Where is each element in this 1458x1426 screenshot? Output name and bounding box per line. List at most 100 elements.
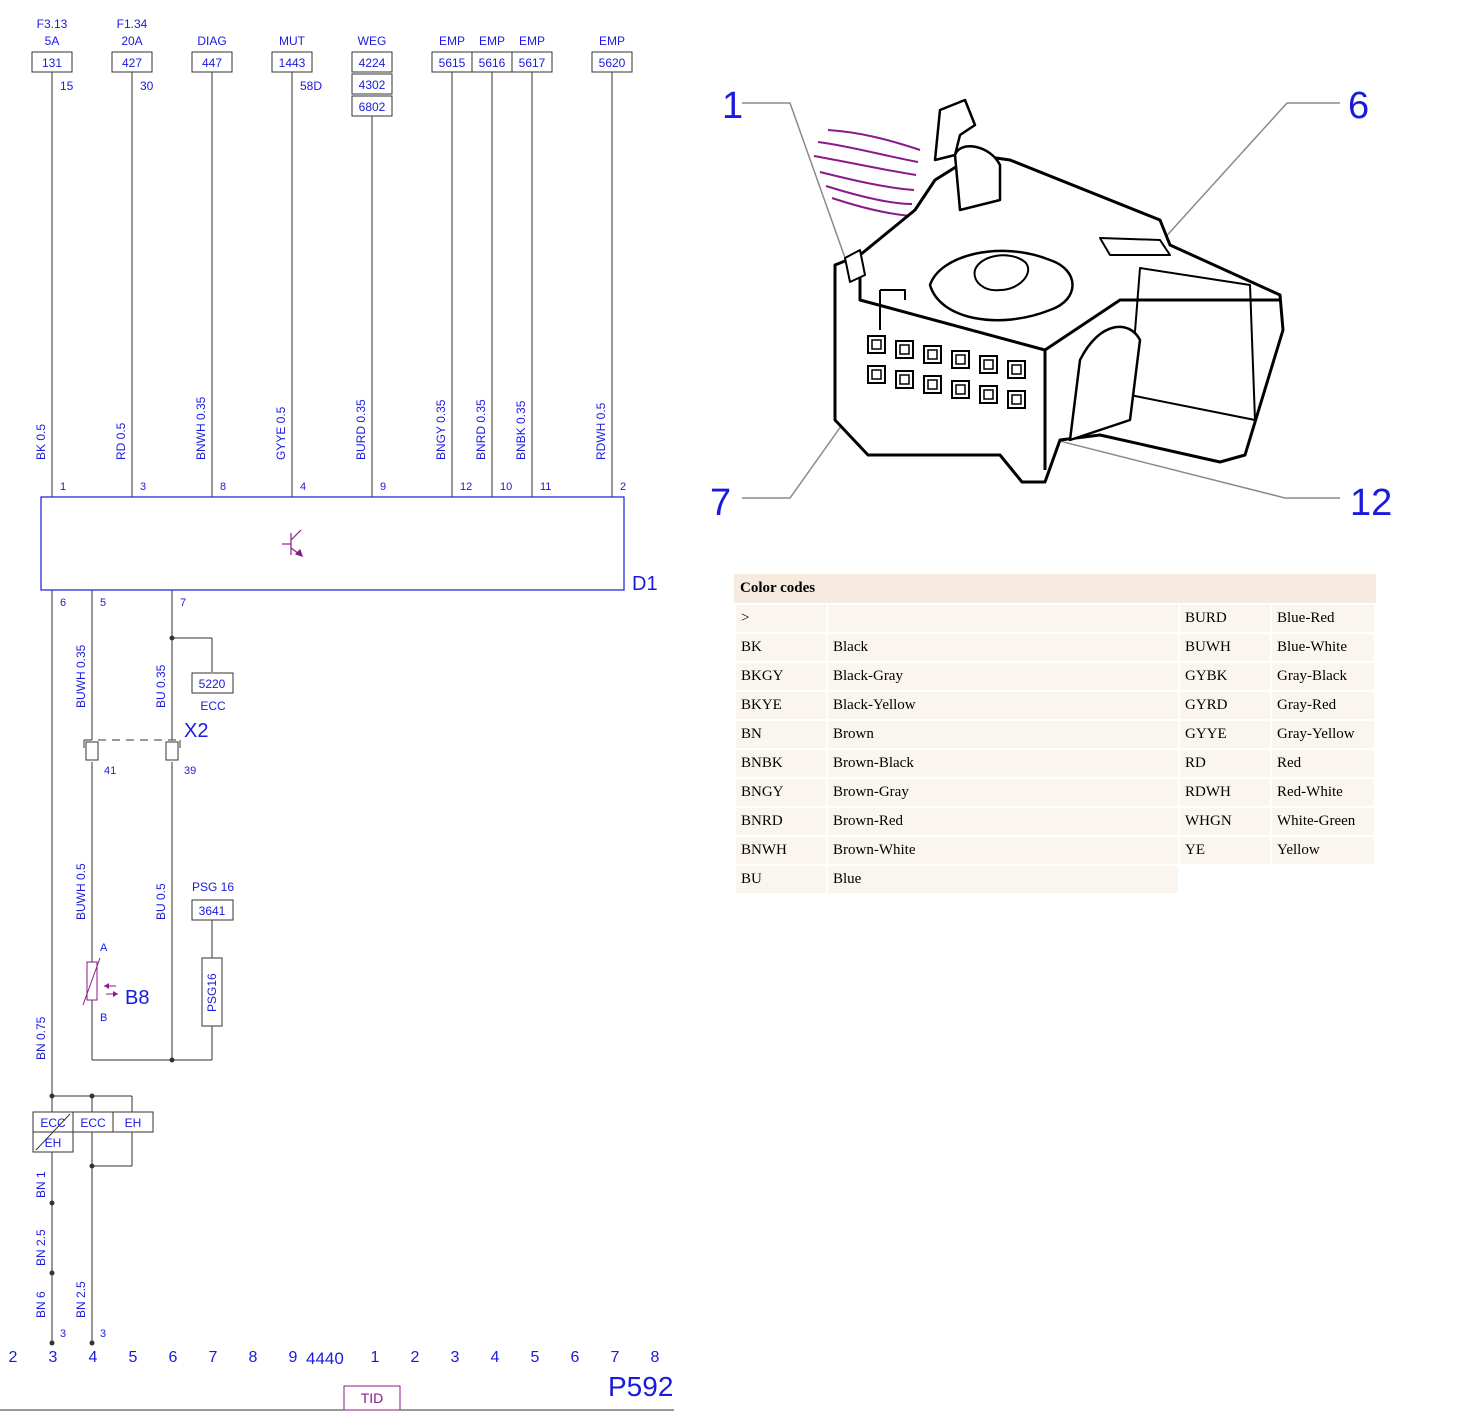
- color-code: >: [736, 605, 826, 632]
- color-code: GYBK: [1180, 663, 1270, 690]
- module-pin: 9: [380, 481, 386, 493]
- module-pin-5: 5: [100, 597, 106, 609]
- option-ecc: ECC: [80, 1116, 106, 1130]
- color-code: GYRD: [1180, 692, 1270, 719]
- module-pin: 4: [300, 481, 306, 493]
- module-pin-6: 6: [60, 597, 66, 609]
- footer-tag-box: [343, 1385, 401, 1411]
- ruler-number: 2: [9, 1349, 18, 1366]
- color-name: Brown: [828, 721, 1178, 748]
- circuit-code-box: [351, 73, 393, 95]
- ecc-ref-box: [191, 672, 234, 694]
- wire-label: RD 0.5: [114, 422, 128, 460]
- circuit-code: 5615: [439, 56, 466, 70]
- callout-6: 6: [1348, 85, 1369, 127]
- circuit-code: 427: [122, 56, 142, 70]
- terminal-label: 15: [60, 79, 74, 93]
- ruler-number: 4: [89, 1349, 98, 1366]
- color-name: Yellow: [1272, 837, 1374, 864]
- color-code: BNBK: [736, 750, 826, 777]
- color-code: [1180, 866, 1270, 893]
- fuse-rating: 20A: [121, 34, 142, 48]
- circuit-code: 131: [42, 56, 62, 70]
- b8-pin-a: A: [100, 942, 108, 954]
- pin-cavity-inner: [955, 384, 966, 395]
- pin-cavity-inner: [927, 379, 938, 390]
- circuit-code: 4224: [359, 56, 386, 70]
- color-name: Gray-Yellow: [1272, 721, 1374, 748]
- x2-connector: [83, 739, 181, 761]
- ground-pin-b: 3: [100, 1328, 106, 1340]
- wire-bn25-a: BN 2.5: [34, 1229, 48, 1266]
- ecc-ref-code: 5220: [199, 677, 226, 691]
- circuit-code: 5620: [599, 56, 626, 70]
- callout-12: 12: [1350, 482, 1392, 524]
- color-code: BURD: [1180, 605, 1270, 632]
- color-name: Brown-Gray: [828, 779, 1178, 806]
- color-codes-title: Color codes: [734, 574, 1376, 603]
- pin-cavity-inner: [1011, 364, 1022, 375]
- color-name: White-Green: [1272, 808, 1374, 835]
- circuit-name: DIAG: [197, 34, 226, 48]
- pin-cavity-inner: [899, 374, 910, 385]
- wire-buwh-035: BUWH 0.35: [74, 644, 88, 708]
- ruler-number: 6: [169, 1349, 178, 1366]
- ruler-number: 3: [451, 1349, 460, 1366]
- circuit-code: 447: [202, 56, 222, 70]
- module-pin: 12: [460, 481, 472, 493]
- color-code: WHGN: [1180, 808, 1270, 835]
- psg-code-box: [191, 899, 234, 921]
- pin-cavity-inner: [983, 389, 994, 400]
- pin-cavity-inner: [899, 344, 910, 355]
- ruler-mid: 4440: [306, 1349, 344, 1368]
- wire-label: BURD 0.35: [354, 399, 368, 460]
- fuse-name: F1.34: [117, 17, 148, 31]
- color-name: Blue-White: [1272, 634, 1374, 661]
- wire-bu-05: BU 0.5: [154, 883, 168, 920]
- psg-label: PSG 16: [192, 880, 234, 894]
- color-name: Blue-Red: [1272, 605, 1374, 632]
- wire-bn6: BN 6: [34, 1291, 48, 1318]
- circuit-code: 5616: [479, 56, 506, 70]
- psg-component-box: [201, 957, 223, 1027]
- junction-dots: [49, 635, 175, 1346]
- callout-1: 1: [722, 85, 743, 127]
- pin-cavity-inner: [927, 349, 938, 360]
- ruler-number: 7: [611, 1349, 620, 1366]
- connector-illustration: 1 6 7 12: [710, 85, 1392, 524]
- circuit-code: 6802: [359, 100, 386, 114]
- ruler-number: 5: [129, 1349, 138, 1366]
- color-name: Gray-Red: [1272, 692, 1374, 719]
- wire-label: BNRD 0.35: [474, 399, 488, 460]
- pin-cavity-inner: [983, 359, 994, 370]
- page-ref: P592: [608, 1371, 673, 1402]
- wire-label: GYYE 0.5: [274, 406, 288, 460]
- ruler-number: 9: [289, 1349, 298, 1366]
- ruler-number: 4: [491, 1349, 500, 1366]
- color-name: Brown-Red: [828, 808, 1178, 835]
- circuit-name: EMP: [519, 34, 545, 48]
- circuit-code-box: [351, 51, 393, 73]
- ruler-number: 3: [49, 1349, 58, 1366]
- psg-code: 3641: [199, 904, 226, 918]
- circuit-name: EMP: [439, 34, 465, 48]
- color-name: Blue: [828, 866, 1178, 893]
- module-pin: 11: [540, 481, 551, 493]
- circuit-name: EMP: [479, 34, 505, 48]
- color-code: BK: [736, 634, 826, 661]
- fuse-rating: 5A: [45, 34, 60, 48]
- wire-bn25-b: BN 2.5: [74, 1281, 88, 1318]
- circuit-code: 1443: [279, 56, 306, 70]
- color-code: BU: [736, 866, 826, 893]
- option-ecc-eh-top: ECC: [40, 1116, 66, 1130]
